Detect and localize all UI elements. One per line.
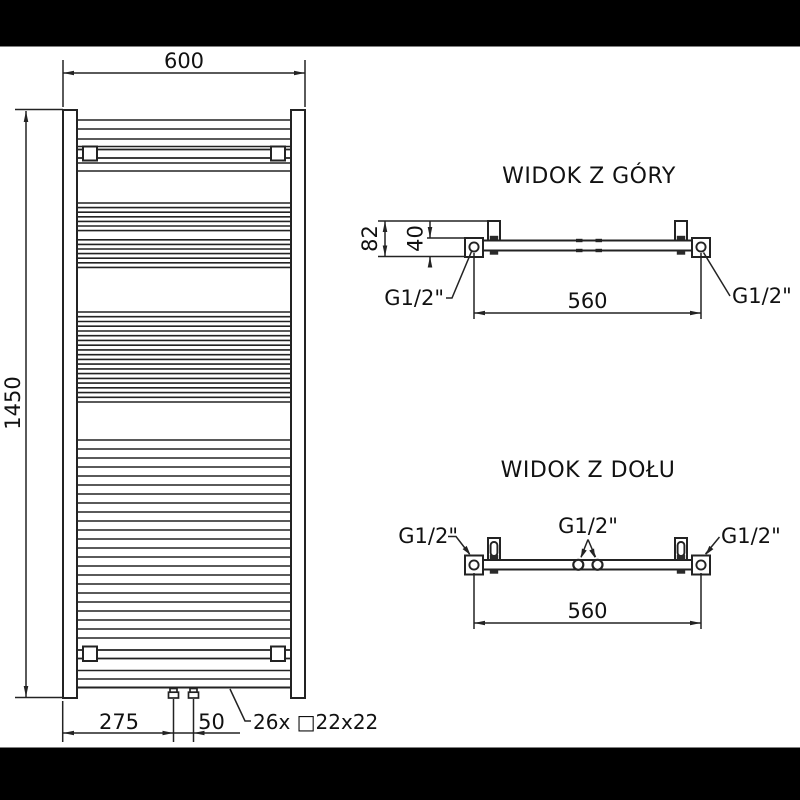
top-conn-right-leader <box>702 252 731 297</box>
letterbox-top <box>0 0 800 47</box>
arrowhead <box>63 730 74 736</box>
bracket-foot <box>676 250 686 255</box>
bottom-conn-centre-label: G1/2" <box>558 514 618 538</box>
bracket-square <box>82 145 98 162</box>
bottom-view: WIDOK Z DOŁU G1/2" G1/2" G1/2" <box>398 458 781 629</box>
stub-body <box>187 691 200 699</box>
dim-offset-label: 275 <box>99 710 139 734</box>
right-collector-tube <box>290 109 306 699</box>
arrowhead <box>162 730 174 736</box>
right-port-circle <box>695 241 707 253</box>
bracket-square <box>270 145 286 162</box>
arrowhead <box>690 620 701 626</box>
bracket-square <box>82 645 98 662</box>
arrowhead <box>427 227 433 238</box>
bracket-clamp <box>489 235 499 240</box>
letterbox-bottom <box>0 747 800 800</box>
arrowhead <box>23 686 29 697</box>
arrowhead <box>474 620 485 626</box>
arrowhead <box>705 545 714 555</box>
bracket-body <box>674 220 688 242</box>
left-collector-tube <box>62 109 78 699</box>
profile-note-leader <box>229 688 251 722</box>
bracket-clamp <box>676 555 686 560</box>
bracket-foot <box>489 569 499 574</box>
bottom-conn-right-label: G1/2" <box>721 524 781 548</box>
front-view: 600 1450 275 50 26x □22x22 <box>1 49 378 742</box>
bottom-view-right-bracket <box>674 537 688 574</box>
front-bracket-rows <box>77 145 291 662</box>
arrowhead <box>589 548 596 559</box>
top-conn-left-label: G1/2" <box>384 286 444 310</box>
left-port-circle <box>468 241 480 253</box>
dim-40-label: 40 <box>404 225 428 252</box>
left-port-circle <box>468 559 480 571</box>
arrowhead <box>690 310 701 316</box>
dim-width-label: 600 <box>164 49 204 73</box>
top-conn-left-leader <box>446 251 473 299</box>
arrowhead <box>23 111 29 122</box>
front-rung-lines <box>77 119 291 680</box>
arrowhead <box>63 70 74 76</box>
stub-body <box>167 691 180 699</box>
bracket-square <box>270 645 286 662</box>
top-view-title: WIDOK Z GÓRY <box>502 163 676 189</box>
dim-span-label: 560 <box>567 599 607 623</box>
top-view-profile-bar <box>482 239 693 252</box>
profile-note-label: 26x □22x22 <box>253 710 378 734</box>
dim-spacing-label: 50 <box>198 710 225 734</box>
bottom-view-title: WIDOK Z DOŁU <box>501 458 676 483</box>
bottom-view-left-bracket <box>487 537 501 574</box>
dim-82-label: 82 <box>358 225 382 252</box>
dim-height-label: 1450 <box>1 376 25 429</box>
bracket-foot <box>676 569 686 574</box>
bottom-view-profile-bar <box>482 559 693 571</box>
arrowhead <box>294 70 305 76</box>
top-conn-right-label: G1/2" <box>732 284 792 308</box>
dim-span-label: 560 <box>567 289 607 313</box>
top-view: WIDOK Z GÓRY <box>358 163 792 319</box>
bracket-clamp <box>489 555 499 560</box>
top-view-centre-ticks <box>576 238 602 253</box>
centre-port-right-circle <box>591 558 604 571</box>
dimension-arrowheads <box>23 70 714 736</box>
centre-port-left-circle <box>572 558 585 571</box>
right-port-circle <box>695 559 707 571</box>
bottom-connection-stubs <box>167 687 200 699</box>
arrowhead <box>382 221 388 232</box>
arrowhead <box>462 545 471 555</box>
arrowhead <box>382 245 388 257</box>
arrowhead <box>474 310 485 316</box>
arrowhead <box>193 730 205 736</box>
bracket-foot <box>489 250 499 255</box>
arrowhead <box>427 256 433 268</box>
arrowhead <box>580 548 587 559</box>
bracket-clamp <box>676 235 686 240</box>
top-view-right-bracket <box>674 220 688 255</box>
